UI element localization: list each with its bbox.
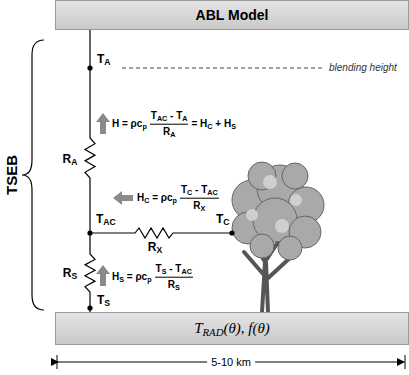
subscript: S <box>104 298 110 308</box>
subscript: A <box>182 114 187 123</box>
subscript: S <box>231 121 236 130</box>
resistance-label: RX <box>148 241 162 256</box>
flux-equation: HC = ρcpTC - TACRX <box>137 184 219 213</box>
tree <box>232 162 324 312</box>
resistance-label: RA <box>63 153 78 168</box>
equation-term: HS = ρcp <box>112 271 152 284</box>
fraction-numerator: TS - TAC <box>155 263 193 278</box>
equation-term: HC = ρcp <box>137 192 177 205</box>
fraction: TAC - TARA <box>150 110 189 139</box>
subscript: A <box>104 57 110 67</box>
flux-equation: H = ρcpTAC - TARA= HC + HS <box>112 110 236 139</box>
blending-height-line <box>122 68 324 69</box>
fraction-denominator: RX <box>193 199 205 213</box>
resistance-wire <box>85 30 95 312</box>
subscript: S <box>162 267 167 276</box>
temperature-label: TS <box>97 294 110 309</box>
subscript: p <box>142 121 146 130</box>
fraction-denominator: RS <box>168 278 180 292</box>
temperature-label: TAC <box>96 213 116 228</box>
subscript: A <box>71 157 77 167</box>
dimension-label: 5-10 km <box>207 356 255 368</box>
subscript: p <box>147 274 151 283</box>
subscript: C <box>223 217 229 227</box>
flux-arrow-hc <box>113 191 133 205</box>
subscript: S <box>71 271 77 281</box>
band-text: TRAD(θ), f(θ) <box>194 320 270 338</box>
dimension-tick <box>57 355 58 369</box>
fraction: TC - TACRX <box>180 184 219 213</box>
subscript: RAD <box>202 325 223 337</box>
subscript: A <box>170 129 175 138</box>
note: blending height <box>329 62 397 73</box>
subscript: AC <box>103 217 115 227</box>
flux-arrow-hs <box>96 265 110 286</box>
subscript: C <box>144 195 149 204</box>
equation-term: = HC + HS <box>191 118 235 131</box>
model-name: TSEB <box>4 155 21 195</box>
model-band: ABL Model <box>55 0 409 30</box>
fraction: TS - TACRS <box>155 263 193 292</box>
fraction-numerator: TAC - TA <box>150 110 189 125</box>
subscript: AC <box>207 188 217 197</box>
node-dot <box>229 230 234 235</box>
subscript: AC <box>157 114 167 123</box>
subscript: X <box>201 203 206 212</box>
fraction-numerator: TC - TAC <box>180 184 219 199</box>
resistance-label: RS <box>63 267 77 282</box>
surface-band: TRAD(θ), f(θ) <box>55 312 409 345</box>
subscript: X <box>156 245 162 255</box>
subscript: C <box>207 121 212 130</box>
subscript: S <box>119 274 124 283</box>
subscript: C <box>187 188 192 197</box>
subscript: AC <box>181 267 191 276</box>
equation-term: H = ρcp <box>112 118 147 131</box>
flux-equation: HS = ρcpTS - TACRS <box>112 263 193 292</box>
fraction-denominator: RA <box>163 125 175 139</box>
subscript: p <box>173 195 177 204</box>
band-text: ABL Model <box>196 7 269 23</box>
rx-resistor-wire <box>90 228 232 238</box>
subscript: S <box>175 282 180 291</box>
temperature-label: TC <box>216 213 230 228</box>
flux-arrow-h <box>96 113 110 134</box>
temperature-label: TA <box>97 53 111 68</box>
brace <box>22 40 44 310</box>
dimension-tick <box>405 355 406 369</box>
